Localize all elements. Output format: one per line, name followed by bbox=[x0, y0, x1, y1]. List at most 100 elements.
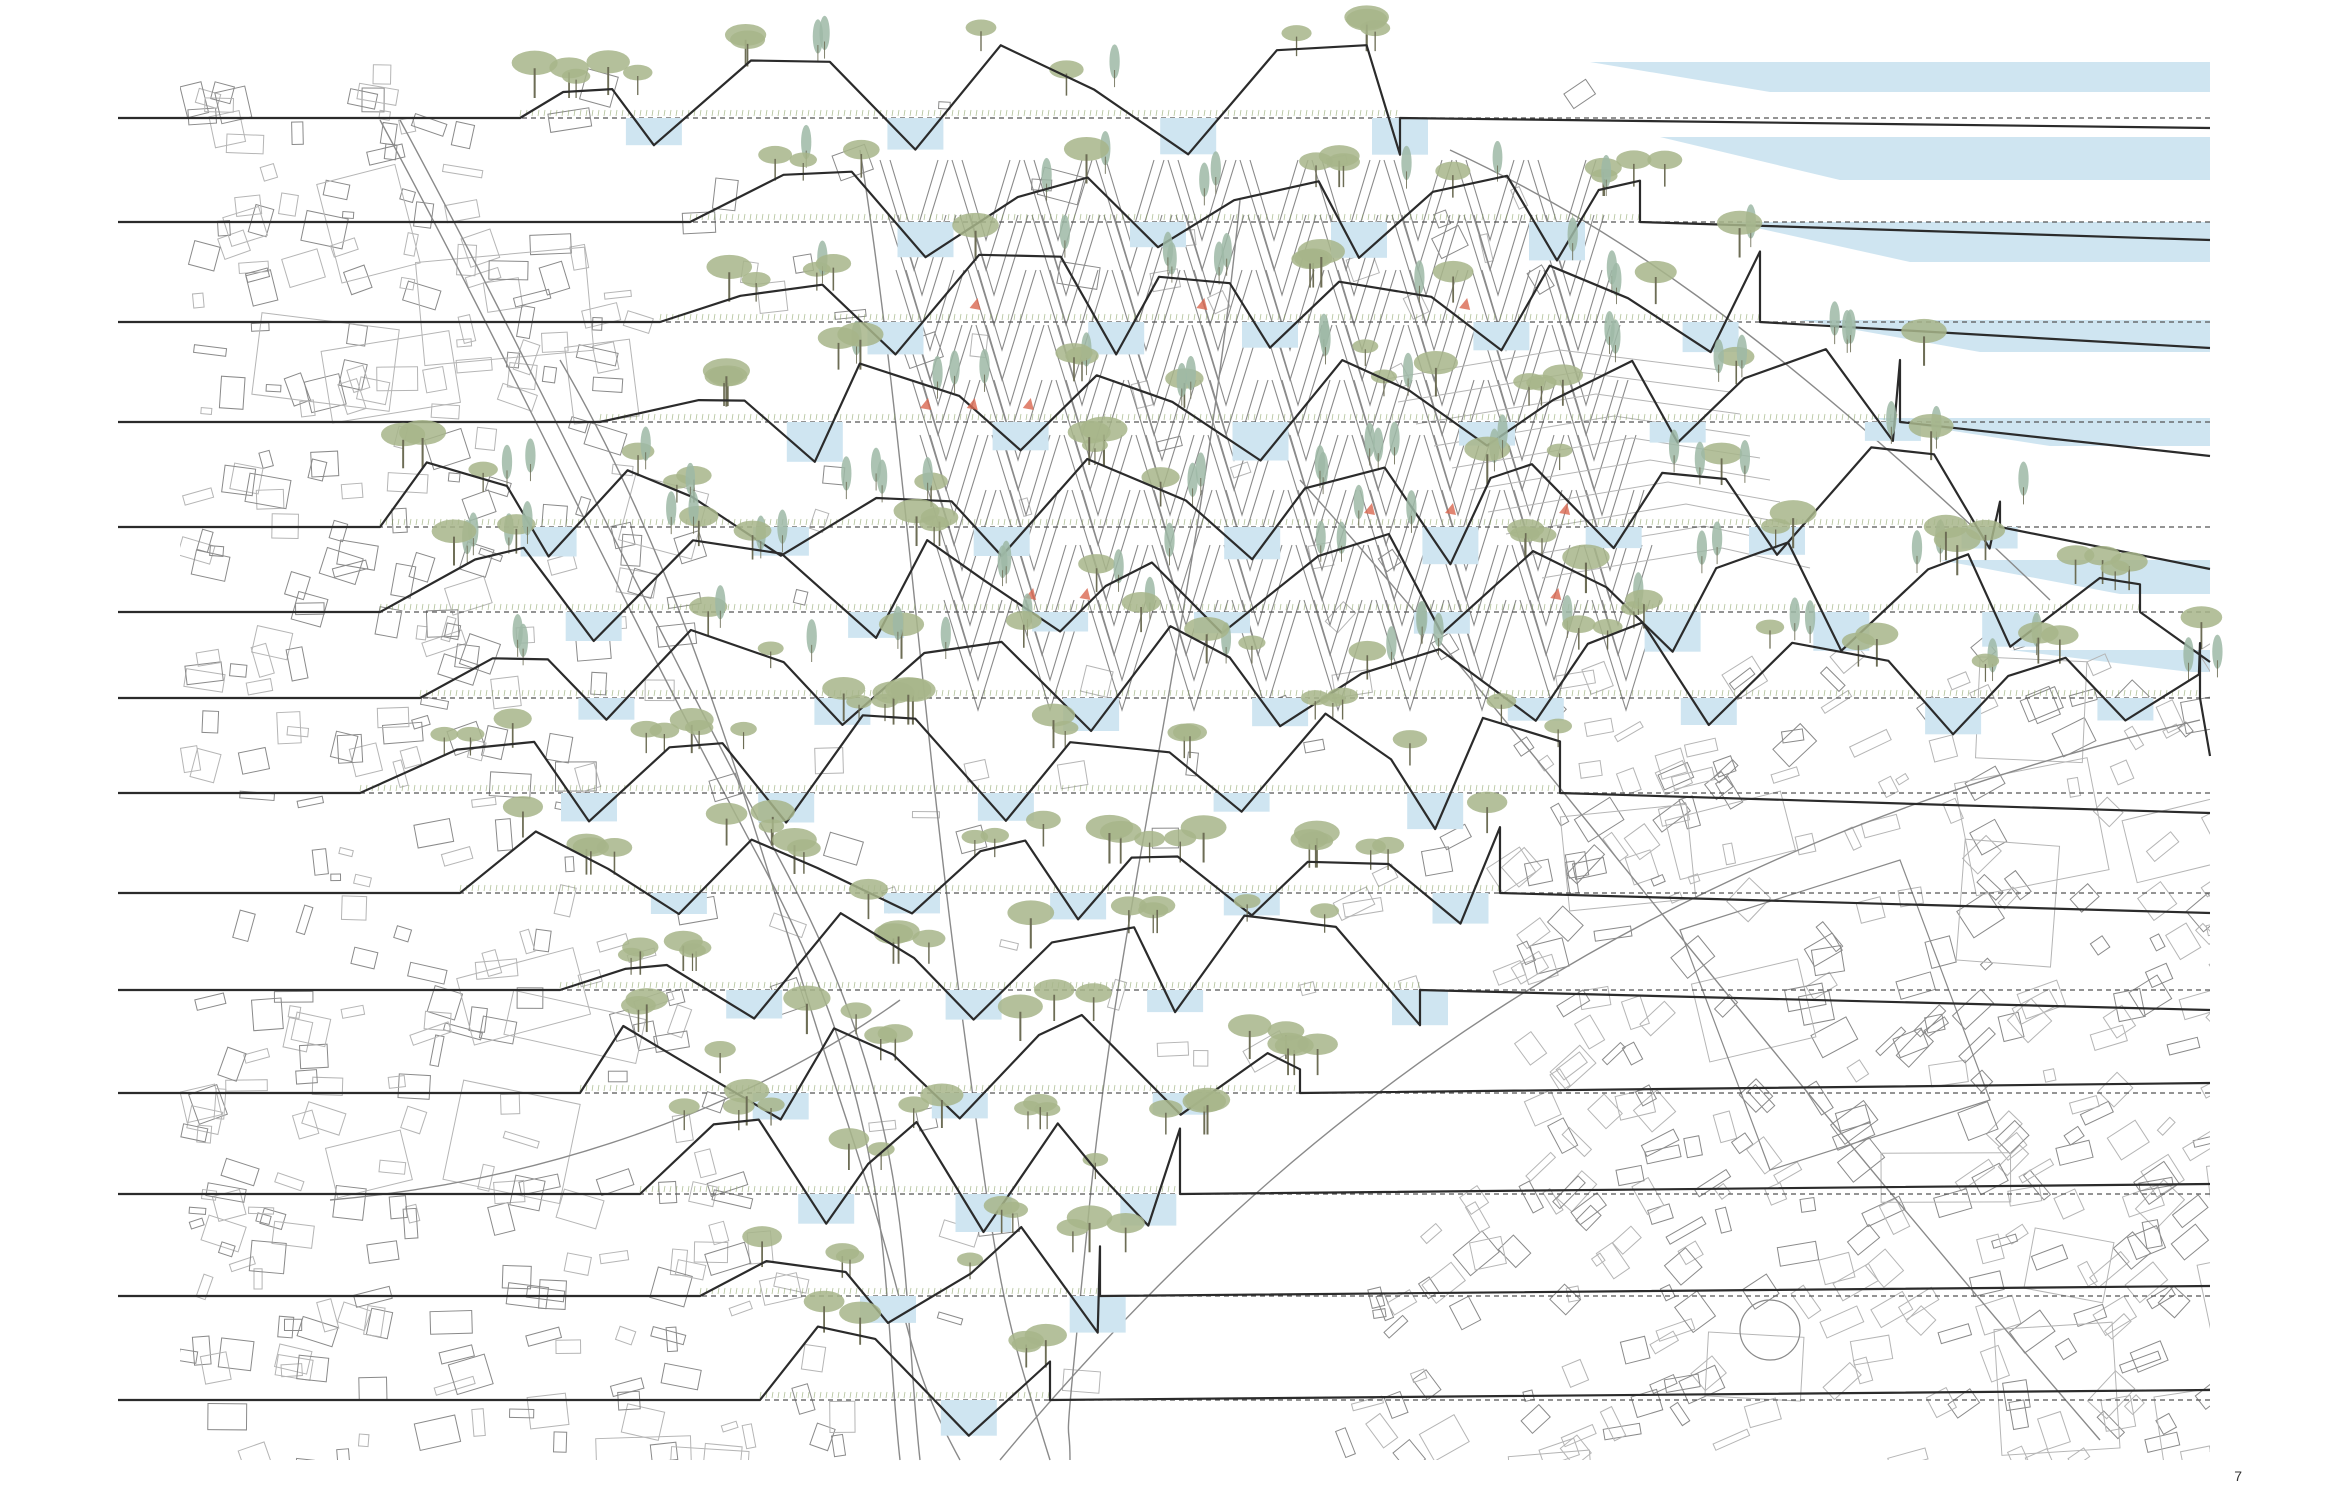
terrace-line bbox=[1415, 393, 1741, 425]
building-footprint bbox=[2096, 1410, 2126, 1440]
water-pocket bbox=[1242, 322, 1298, 348]
building-footprint bbox=[220, 1157, 260, 1187]
grass-fringe bbox=[599, 413, 1898, 421]
building-footprint bbox=[2144, 1431, 2181, 1453]
building-footprint bbox=[1036, 166, 1086, 206]
building-footprint bbox=[1797, 990, 1835, 1026]
building-footprint bbox=[1383, 1314, 1409, 1339]
building-footprint bbox=[181, 487, 215, 506]
building-footprint bbox=[1615, 767, 1642, 797]
building-footprint bbox=[294, 602, 325, 616]
building-footprint bbox=[2134, 1179, 2186, 1230]
poplar-icon bbox=[818, 15, 831, 60]
building-footprint bbox=[1367, 1286, 1386, 1309]
building-footprint bbox=[577, 968, 603, 988]
poplar-icon bbox=[1668, 428, 1680, 473]
building-footprint bbox=[1649, 1373, 1678, 1395]
accent-marker bbox=[1022, 398, 1034, 410]
building-footprint bbox=[403, 232, 419, 257]
building-footprint bbox=[273, 1343, 313, 1375]
building-footprint bbox=[450, 120, 476, 150]
building-footprint bbox=[195, 1273, 214, 1301]
building-footprint bbox=[232, 909, 256, 943]
building-footprint bbox=[199, 1351, 232, 1385]
poplar-icon bbox=[714, 584, 727, 629]
building-footprint bbox=[376, 706, 410, 729]
accent-marker bbox=[1559, 503, 1571, 515]
building-footprint bbox=[693, 1241, 729, 1264]
building-footprint bbox=[660, 1362, 702, 1391]
building-footprint bbox=[1674, 1290, 1717, 1334]
building-footprint bbox=[758, 1272, 803, 1306]
building-footprint bbox=[336, 1301, 372, 1332]
building-footprint bbox=[383, 143, 398, 161]
building-footprint bbox=[328, 519, 349, 543]
building-footprint bbox=[1714, 1182, 1732, 1200]
building-footprint bbox=[512, 339, 541, 376]
building-footprint bbox=[564, 856, 575, 873]
building-footprint bbox=[1979, 957, 1994, 971]
terrace-line bbox=[1487, 481, 1781, 513]
building-footprint bbox=[658, 1180, 678, 1204]
building-footprint bbox=[2018, 1158, 2055, 1184]
building-footprint bbox=[290, 1011, 332, 1048]
building-footprint bbox=[196, 1124, 213, 1144]
building-footprint bbox=[338, 359, 368, 391]
building-footprint bbox=[1492, 959, 1527, 986]
building-footprint bbox=[2200, 880, 2210, 898]
city-block bbox=[2153, 1384, 2210, 1460]
building-footprint bbox=[1549, 1044, 1597, 1091]
section-8 bbox=[118, 676, 2211, 831]
building-footprint bbox=[720, 1420, 739, 1433]
city-block bbox=[1955, 838, 2061, 968]
building-footprint bbox=[218, 375, 246, 410]
building-footprint bbox=[1516, 917, 1551, 950]
building-footprint bbox=[1663, 1373, 1701, 1393]
water-pocket bbox=[1649, 422, 1706, 443]
water-pocket bbox=[1160, 118, 1217, 155]
building-footprint bbox=[1923, 1016, 1950, 1038]
building-footprint bbox=[706, 1171, 749, 1198]
tree-icon bbox=[1148, 1099, 1184, 1135]
building-footprint bbox=[346, 364, 371, 394]
building-footprint bbox=[1229, 461, 1252, 479]
building-footprint bbox=[1018, 497, 1033, 517]
building-footprint bbox=[1770, 766, 1800, 784]
building-footprint bbox=[1848, 728, 1892, 758]
building-footprint bbox=[1371, 863, 1399, 888]
building-footprint bbox=[2006, 997, 2053, 1044]
building-footprint bbox=[1448, 1295, 1482, 1331]
building-footprint bbox=[493, 1179, 526, 1205]
building-footprint bbox=[274, 1354, 314, 1381]
building-footprint bbox=[201, 710, 220, 734]
building-footprint bbox=[1611, 1225, 1642, 1255]
building-footprint bbox=[1523, 858, 1554, 887]
building-footprint bbox=[399, 276, 416, 291]
tree-icon bbox=[918, 514, 950, 547]
building-footprint bbox=[650, 1325, 687, 1346]
building-footprint bbox=[595, 1168, 635, 1197]
building-footprint bbox=[443, 575, 493, 616]
building-footprint bbox=[1815, 921, 1844, 953]
building-footprint bbox=[2137, 881, 2178, 922]
section-13 bbox=[118, 1195, 2211, 1334]
building-footprint bbox=[336, 733, 364, 764]
road-curve bbox=[1449, 149, 2051, 601]
building-footprint bbox=[340, 895, 368, 921]
building-footprint bbox=[1905, 1305, 1937, 1337]
building-footprint bbox=[505, 351, 521, 369]
city-block bbox=[1690, 958, 1817, 1063]
building-footprint bbox=[1156, 1041, 1190, 1058]
building-footprint bbox=[1819, 666, 1846, 693]
building-footprint bbox=[1846, 1059, 1870, 1083]
building-footprint bbox=[1478, 233, 1494, 264]
building-footprint bbox=[387, 1075, 406, 1089]
building-footprint bbox=[1555, 1051, 1588, 1081]
building-footprint bbox=[708, 772, 743, 803]
building-footprint bbox=[1624, 849, 1660, 886]
building-footprint bbox=[196, 528, 214, 553]
building-footprint bbox=[499, 1093, 521, 1115]
building-footprint bbox=[194, 992, 227, 1011]
building-footprint bbox=[1803, 932, 1843, 968]
building-footprint bbox=[1623, 823, 1661, 861]
